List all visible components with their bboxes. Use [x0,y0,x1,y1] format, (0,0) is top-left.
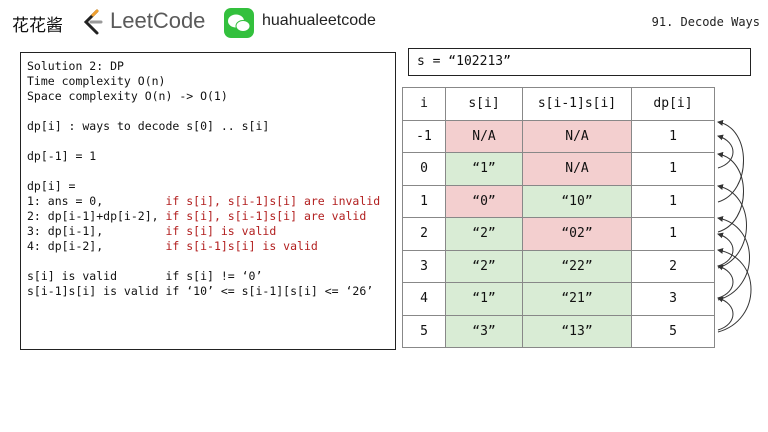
notes-line: dp[i] = [27,179,76,193]
table-row: 4 “1” “21” 3 [402,282,715,316]
dependency-arrow [717,296,734,331]
rule-condition: if s[i-1]s[i] is valid [165,239,318,253]
wechat-account-name: huahualeetcode [262,12,376,29]
cell-dp: 1 [631,119,715,153]
rule-condition: if s[i], s[i-1]s[i] are valid [165,209,367,223]
header-cell-i: i [402,87,446,121]
cell-si: “3” [445,314,523,348]
dependency-arrow [717,134,734,169]
notes-line: Solution 2: DP [27,59,124,73]
input-string-box: s = “102213” [408,48,751,76]
cell-si: “1” [445,152,523,186]
leetcode-wordmark: LeetCode [110,8,206,33]
dependency-arrow [717,184,747,269]
cell-pair: “13” [522,314,632,348]
table-row: -1 N/A N/A 1 [402,119,715,153]
rule-line: 3: dp[i-1], if s[i] is valid [27,224,389,239]
header-cell-pair: s[i-1]s[i] [522,87,632,121]
notes-line: dp[-1] = 1 [27,149,97,163]
wechat-icon [224,8,254,38]
cell-pair: “22” [522,249,632,283]
dependency-arrow [717,247,752,333]
rule-line: 2: dp[i-1]+dp[i-2], if s[i], s[i-1]s[i] … [27,209,389,224]
cell-dp: 5 [631,314,715,348]
cell-i: 3 [402,249,446,283]
notes-line: Space complexity O(n) -> O(1) [27,89,228,103]
cell-si: “2” [445,217,523,251]
table-header-row: i s[i] s[i-1]s[i] dp[i] [402,87,715,121]
rule-code: 4: dp[i-2], [27,239,166,253]
header: 花花酱 LeetCode huahualeetcode 91. Decode W… [0,0,768,46]
dependency-arrow [717,215,750,301]
notes-line: dp[i] : ways to decode s[0] .. s[i] [27,119,270,133]
cell-dp: 3 [631,282,715,316]
cell-si: N/A [445,119,523,153]
cell-pair: “21” [522,282,632,316]
cell-i: 1 [402,184,446,218]
cell-pair: N/A [522,119,632,153]
validity-line: s[i-1]s[i] is valid if ‘10’ <= s[i-1][s[… [27,284,374,298]
rule-condition: if s[i] is valid [165,224,277,238]
cell-pair: N/A [522,152,632,186]
header-cell-dp: dp[i] [631,87,715,121]
rule-code: 1: ans = 0, [27,194,166,208]
table-row: 5 “3” “13” 5 [402,314,715,348]
dependency-arrow [717,232,734,267]
dp-table: i s[i] s[i-1]s[i] dp[i] -1 N/A N/A 1 0 “… [402,87,715,348]
dependency-arrow [717,119,744,203]
brand-cn: 花花酱 [12,16,63,36]
header-cell-si: s[i] [445,87,523,121]
table-row: 3 “2” “22” 2 [402,249,715,283]
table-row: 0 “1” N/A 1 [402,152,715,186]
dependency-arrow [717,151,744,233]
cell-pair: “10” [522,184,632,218]
rule-condition: if s[i], s[i-1]s[i] are invalid [165,194,381,208]
cell-si: “1” [445,282,523,316]
rule-line: 4: dp[i-2], if s[i-1]s[i] is valid [27,239,389,254]
cell-i: 4 [402,282,446,316]
validity-line: s[i] is valid if s[i] != ‘0’ [27,269,263,283]
cell-dp: 2 [631,249,715,283]
table-row: 2 “2” “02” 1 [402,217,715,251]
notes-line: Time complexity O(n) [27,74,166,88]
problem-title: 91. Decode Ways [651,15,760,29]
rule-code: 2: dp[i-1]+dp[i-2], [27,209,166,223]
solution-notes-panel: Solution 2: DP Time complexity O(n) Spac… [20,52,396,350]
dependency-arrow [717,264,734,299]
cell-dp: 1 [631,152,715,186]
dependency-arrows [717,119,752,333]
leetcode-logo-icon [83,9,103,35]
cell-i: -1 [402,119,446,153]
table-row: 1 “0” “10” 1 [402,184,715,218]
rule-code: 3: dp[i-1], [27,224,166,238]
cell-si: “0” [445,184,523,218]
rule-line: 1: ans = 0, if s[i], s[i-1]s[i] are inva… [27,194,389,209]
cell-dp: 1 [631,217,715,251]
cell-si: “2” [445,249,523,283]
cell-i: 0 [402,152,446,186]
cell-i: 2 [402,217,446,251]
cell-pair: “02” [522,217,632,251]
cell-dp: 1 [631,184,715,218]
cell-i: 5 [402,314,446,348]
